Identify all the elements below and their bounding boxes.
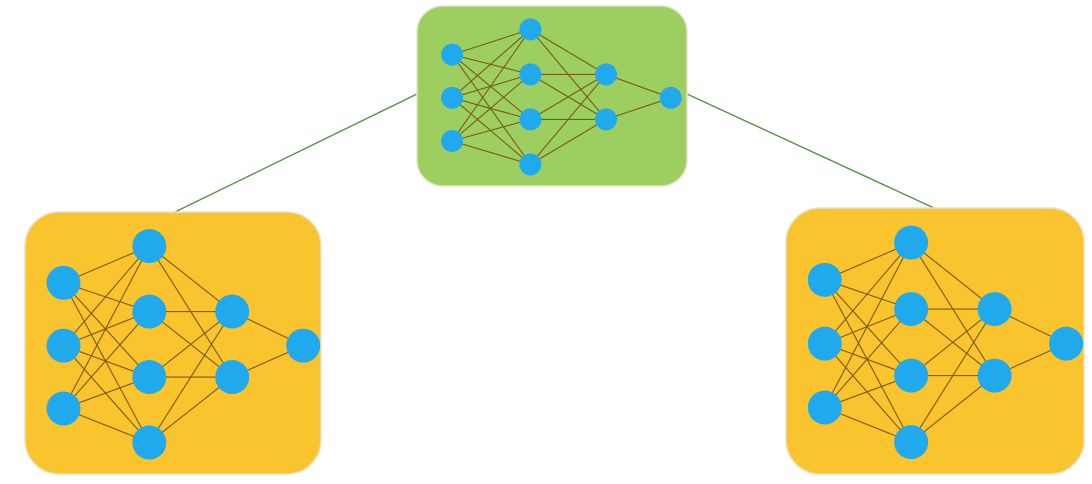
client-model-left bbox=[24, 211, 322, 475]
synapse bbox=[451, 28, 531, 99]
neuron-layer1-2 bbox=[807, 326, 842, 361]
neuron-layer1-3 bbox=[46, 391, 81, 426]
synapse bbox=[910, 308, 996, 443]
client-model-left-box bbox=[24, 211, 322, 475]
neuron-layer3-1 bbox=[595, 63, 617, 86]
neuron-layer3-1 bbox=[977, 292, 1012, 327]
synapse bbox=[451, 29, 531, 142]
neuron-layer2-2 bbox=[894, 292, 929, 327]
neuron-layer2-1 bbox=[132, 229, 167, 264]
synapse bbox=[910, 308, 995, 377]
synapse bbox=[451, 54, 531, 120]
synapse bbox=[63, 345, 150, 443]
neuron-layer2-1 bbox=[894, 225, 929, 260]
central-model bbox=[416, 5, 688, 187]
synapse bbox=[824, 279, 912, 443]
central-model-box bbox=[416, 5, 688, 187]
central-model-synapses bbox=[451, 28, 671, 165]
boxes-layer bbox=[24, 5, 1085, 475]
synapse bbox=[451, 54, 531, 75]
neuron-layer2-1 bbox=[519, 18, 542, 41]
synapse bbox=[910, 242, 995, 310]
neuron-layer3-2 bbox=[215, 360, 250, 395]
synapse bbox=[605, 73, 671, 99]
neuron-layer4-1 bbox=[286, 328, 321, 363]
synapse bbox=[451, 28, 531, 56]
links-layer bbox=[174, 93, 935, 213]
synapse bbox=[63, 311, 150, 409]
synapse bbox=[148, 376, 233, 443]
synapse bbox=[824, 308, 912, 408]
synapse bbox=[529, 74, 607, 165]
synapse bbox=[63, 245, 150, 346]
central-model-neurons bbox=[441, 18, 682, 176]
synapse bbox=[451, 118, 531, 142]
synapse bbox=[62, 282, 150, 443]
synapse bbox=[451, 140, 531, 165]
neuron-layer2-3 bbox=[132, 360, 167, 395]
neuron-layer1-3 bbox=[441, 130, 464, 152]
neuron-layer2-3 bbox=[519, 108, 542, 131]
link-central-model-to-client-model-left bbox=[174, 93, 418, 213]
client-model-right-box bbox=[785, 207, 1085, 475]
synapse bbox=[530, 73, 607, 120]
client-model-right bbox=[785, 207, 1085, 475]
synapse bbox=[148, 245, 233, 312]
neuron-layer2-4 bbox=[132, 425, 167, 460]
link-central-model-to-client-model-right bbox=[686, 93, 935, 209]
synapse bbox=[530, 118, 607, 165]
neuron-layer1-1 bbox=[46, 265, 81, 300]
synapse bbox=[824, 242, 912, 345]
synapse bbox=[451, 97, 531, 165]
neuron-layer2-3 bbox=[894, 358, 929, 393]
synapse bbox=[824, 343, 912, 443]
neuron-layer1-3 bbox=[807, 390, 842, 425]
neuron-layer2-2 bbox=[519, 63, 542, 86]
synapse bbox=[451, 97, 531, 120]
client-model-right-neurons bbox=[807, 225, 1084, 460]
neuron-layer1-1 bbox=[441, 43, 464, 66]
neuron-layer4-1 bbox=[659, 86, 682, 109]
synapse bbox=[824, 242, 912, 408]
neuron-layer2-4 bbox=[894, 425, 929, 460]
neuron-layer1-2 bbox=[441, 86, 464, 109]
neuron-layer1-1 bbox=[807, 262, 842, 297]
neuron-layer1-2 bbox=[46, 328, 81, 363]
synapse bbox=[530, 28, 607, 75]
synapse bbox=[62, 245, 150, 409]
neuron-layer2-4 bbox=[519, 153, 542, 176]
synapse bbox=[148, 311, 233, 378]
synapse bbox=[605, 97, 671, 120]
neuron-layer3-2 bbox=[977, 358, 1012, 393]
synapse bbox=[910, 375, 995, 443]
neuron-layer2-2 bbox=[132, 294, 167, 329]
neuron-layer3-2 bbox=[595, 108, 617, 131]
neuron-layer3-1 bbox=[215, 294, 250, 329]
neuron-layer4-1 bbox=[1049, 326, 1084, 361]
synapse bbox=[451, 54, 531, 165]
synapse bbox=[824, 279, 912, 376]
synapse bbox=[63, 282, 150, 378]
synapse bbox=[148, 311, 233, 443]
client-model-left-neurons bbox=[46, 229, 321, 460]
synapse bbox=[451, 73, 531, 142]
